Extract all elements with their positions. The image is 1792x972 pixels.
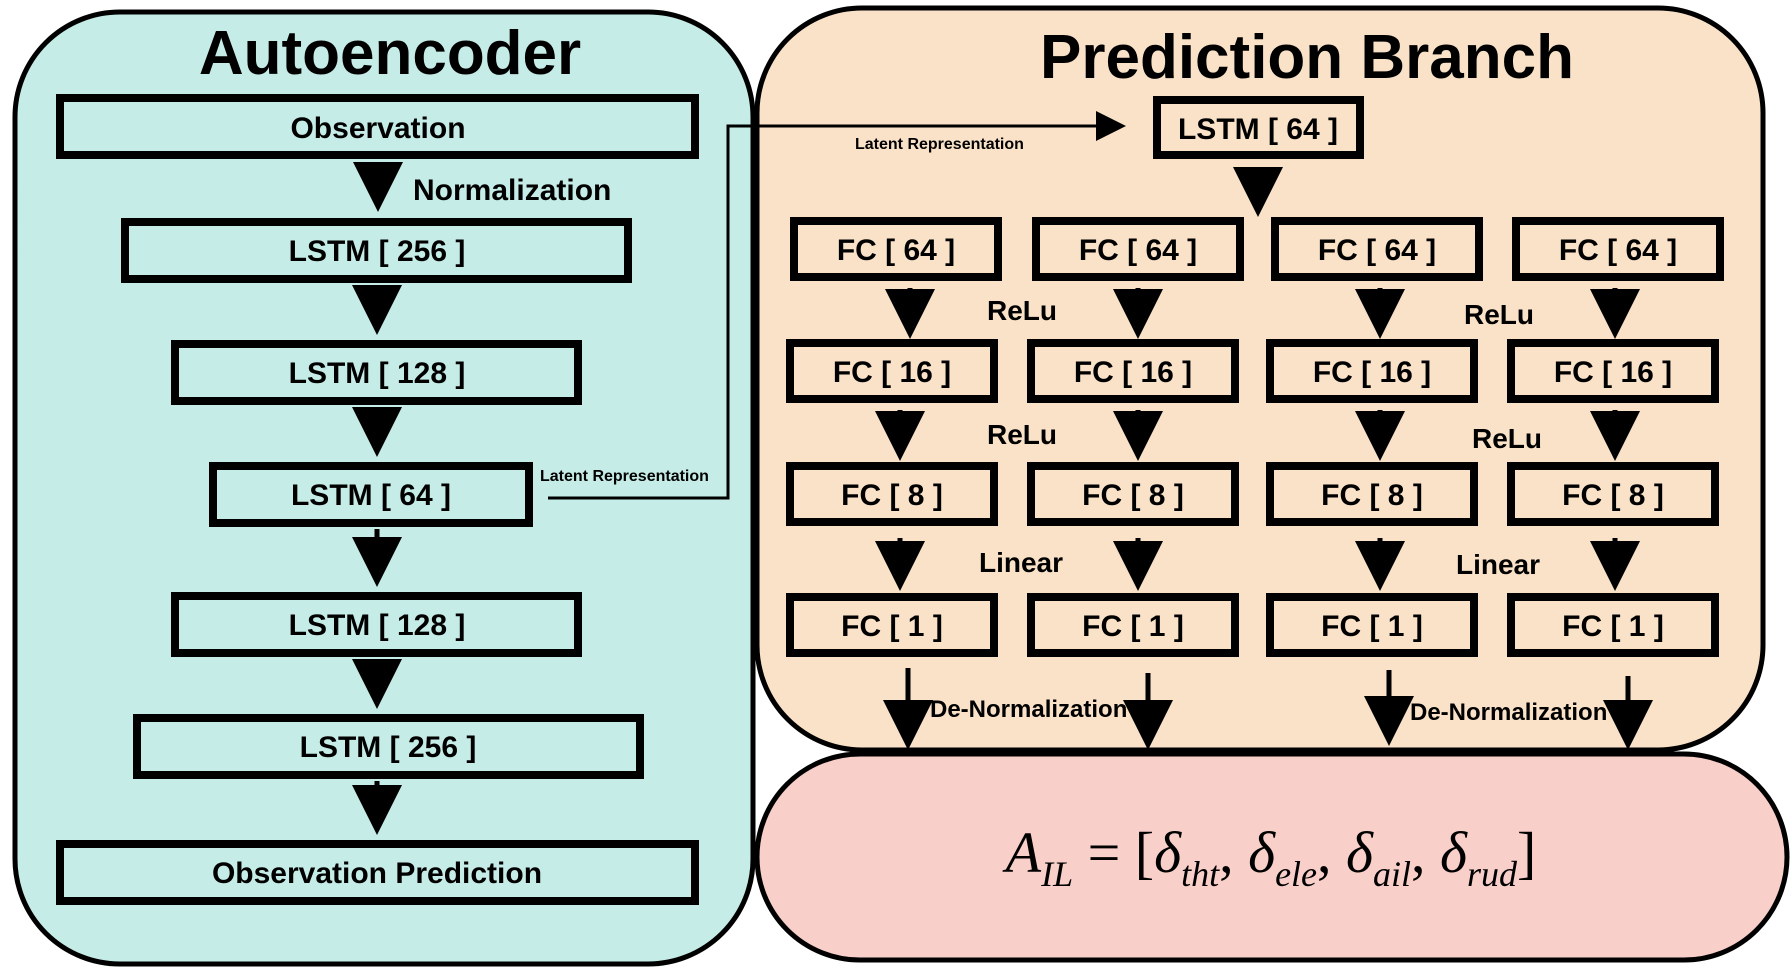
- lstm-256-decoder-label: LSTM [ 256 ]: [300, 731, 477, 764]
- action-equation: AIL = [δtht, δele, δail, δrud]: [1002, 820, 1537, 894]
- output-panel: [754, 751, 1790, 963]
- observation-box: Observation: [56, 94, 699, 159]
- eq-comma-3: ,: [1411, 820, 1440, 885]
- linear-label-2: Linear: [1456, 549, 1540, 580]
- normalization-label: Normalization: [413, 174, 611, 207]
- fc8-box-2: FC [ 8 ]: [1027, 462, 1239, 526]
- lstm-128-encoder-label: LSTM [ 128 ]: [289, 357, 466, 390]
- fc1-box-4: FC [ 1 ]: [1507, 593, 1719, 657]
- fc8-box-1: FC [ 8 ]: [786, 462, 998, 526]
- prediction-panel: [754, 5, 1766, 753]
- autoencoder-title: Autoencoder: [199, 19, 581, 88]
- relu-label-3: ReLu: [987, 419, 1057, 450]
- linear-label-1: Linear: [979, 547, 1063, 578]
- fc1-label-3: FC [ 1 ]: [1321, 610, 1423, 643]
- fc8-label-3: FC [ 8 ]: [1321, 479, 1423, 512]
- prediction-lstm-64-box: LSTM [ 64 ]: [1153, 96, 1364, 159]
- fc16-box-2: FC [ 16 ]: [1027, 339, 1239, 403]
- fc8-box-4: FC [ 8 ]: [1507, 462, 1719, 526]
- latent-representation-left-label: Latent Representation: [540, 468, 709, 485]
- fc16-label-1: FC [ 16 ]: [833, 356, 951, 389]
- fc1-label-2: FC [ 1 ]: [1082, 610, 1184, 643]
- fc64-label-4: FC [ 64 ]: [1559, 234, 1677, 267]
- eq-delta-4-sub: rud: [1467, 854, 1518, 894]
- lstm-64-latent-label: LSTM [ 64 ]: [291, 479, 451, 512]
- fc16-box-3: FC [ 16 ]: [1266, 339, 1478, 403]
- lstm-128-decoder-box: LSTM [ 128 ]: [171, 592, 582, 657]
- lstm-64-latent-box: LSTM [ 64 ]: [209, 462, 533, 527]
- eq-delta-3: δ: [1346, 820, 1374, 885]
- fc1-label-4: FC [ 1 ]: [1562, 610, 1664, 643]
- eq-delta-1-sub: tht: [1181, 854, 1220, 894]
- lstm-128-decoder-label: LSTM [ 128 ]: [289, 609, 466, 642]
- lstm-256-encoder-label: LSTM [ 256 ]: [289, 235, 466, 268]
- denorm-label-2: De-Normalization: [1410, 699, 1607, 726]
- eq-comma-1: ,: [1219, 820, 1248, 885]
- fc16-label-2: FC [ 16 ]: [1074, 356, 1192, 389]
- eq-delta-3-sub: ail: [1373, 854, 1411, 894]
- fc64-label-3: FC [ 64 ]: [1318, 234, 1436, 267]
- denorm-label-1: De-Normalization: [930, 696, 1127, 723]
- fc64-label-2: FC [ 64 ]: [1079, 234, 1197, 267]
- eq-close: ]: [1517, 820, 1536, 885]
- observation-label: Observation: [290, 112, 465, 145]
- lstm-256-decoder-box: LSTM [ 256 ]: [133, 714, 644, 779]
- eq-delta-1: δ: [1154, 820, 1182, 885]
- fc16-box-1: FC [ 16 ]: [786, 339, 998, 403]
- latent-connector: [548, 111, 1126, 500]
- autoencoder-panel: [12, 9, 756, 967]
- observation-prediction-label: Observation Prediction: [212, 857, 542, 890]
- prediction-title: Prediction Branch: [1040, 23, 1574, 92]
- fc64-box-2: FC [ 64 ]: [1032, 217, 1244, 281]
- lstm-256-encoder-box: LSTM [ 256 ]: [121, 218, 632, 283]
- fc8-label-1: FC [ 8 ]: [841, 479, 943, 512]
- relu-label-2: ReLu: [1464, 299, 1534, 330]
- fc1-box-3: FC [ 1 ]: [1266, 593, 1478, 657]
- fc16-label-4: FC [ 16 ]: [1554, 356, 1672, 389]
- lstm-128-encoder-box: LSTM [ 128 ]: [171, 340, 582, 405]
- fc1-box-2: FC [ 1 ]: [1027, 593, 1239, 657]
- observation-prediction-box: Observation Prediction: [56, 840, 699, 905]
- relu-label-1: ReLu: [987, 295, 1057, 326]
- fc64-box-3: FC [ 64 ]: [1271, 217, 1483, 281]
- eq-equals: = [: [1073, 820, 1154, 885]
- prediction-lstm-64-label: LSTM [ 64 ]: [1178, 113, 1338, 146]
- eq-a: A: [1002, 820, 1042, 885]
- fc64-label-1: FC [ 64 ]: [837, 234, 955, 267]
- fc8-box-3: FC [ 8 ]: [1266, 462, 1478, 526]
- relu-label-4: ReLu: [1472, 423, 1542, 454]
- eq-delta-2: δ: [1248, 820, 1276, 885]
- fc64-box-1: FC [ 64 ]: [790, 217, 1002, 281]
- fc8-label-4: FC [ 8 ]: [1562, 479, 1664, 512]
- fc8-label-2: FC [ 8 ]: [1082, 479, 1184, 512]
- fc1-box-1: FC [ 1 ]: [786, 593, 998, 657]
- fc64-box-4: FC [ 64 ]: [1512, 217, 1724, 281]
- eq-comma-2: ,: [1317, 820, 1346, 885]
- eq-a-sub: IL: [1040, 854, 1073, 894]
- fc16-box-4: FC [ 16 ]: [1507, 339, 1719, 403]
- eq-delta-2-sub: ele: [1275, 854, 1317, 894]
- fc1-label-1: FC [ 1 ]: [841, 610, 943, 643]
- fc16-label-3: FC [ 16 ]: [1313, 356, 1431, 389]
- latent-representation-top-label: Latent Representation: [855, 136, 1024, 153]
- eq-delta-4: δ: [1440, 820, 1468, 885]
